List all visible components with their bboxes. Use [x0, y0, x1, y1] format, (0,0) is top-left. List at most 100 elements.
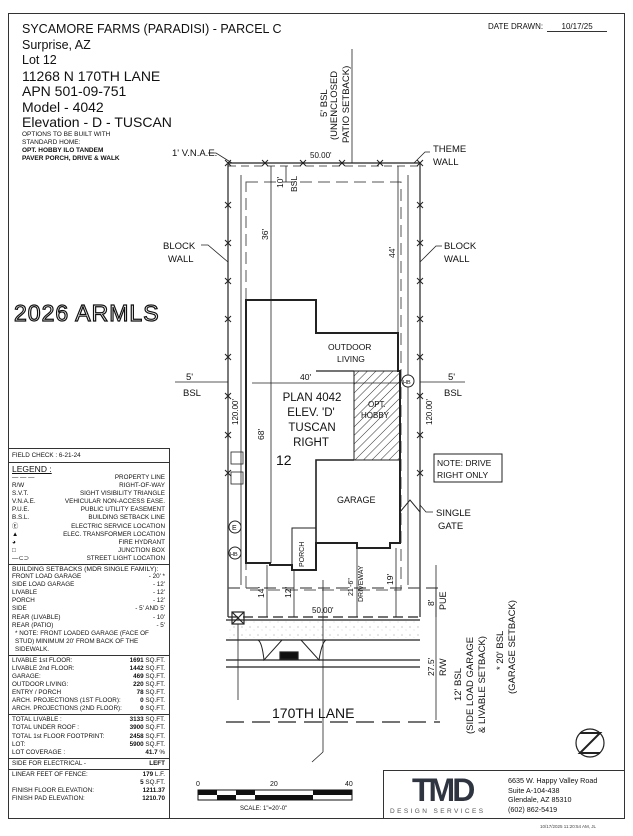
- note-drive-1: NOTE: DRIVE: [437, 458, 492, 468]
- setback-value: - 12': [152, 597, 165, 605]
- wall-x-marks: [224, 159, 424, 477]
- dim-12: 12': [283, 587, 293, 598]
- watermark: 2026 ARMLS: [13, 299, 160, 326]
- area-value: 0 SQ.FT.: [140, 705, 165, 713]
- area-number: 0: [140, 705, 144, 713]
- setback-label: SIDE: [12, 605, 27, 613]
- misc-row: LINEAR FEET OF FENCE:179 L.F.: [12, 771, 165, 779]
- note-box: [433, 453, 503, 483]
- setback-row: FRONT LOAD GARAGE- 20' *: [12, 573, 165, 581]
- sidewalk: [228, 620, 420, 638]
- misc-label: FINISH FLOOR ELEVATION:: [12, 787, 94, 795]
- area-value: 78 SQ.FT.: [137, 689, 165, 697]
- setback-row: SIDE - 5' AND 5': [12, 605, 165, 613]
- misc-number: 179: [142, 770, 154, 778]
- porch-label: PORCH: [299, 542, 306, 567]
- company-phone: (602) 862-5419: [508, 804, 558, 814]
- area-value: 1442 SQ.FT.: [130, 665, 165, 673]
- area-number: 78: [136, 689, 144, 697]
- street-name: 170TH LANE: [272, 705, 354, 721]
- legend-row: V.N.A.E.VEHICULAR NON-ACCESS EASE.: [12, 498, 165, 506]
- hobby-1: OPT.: [368, 400, 386, 409]
- area-unit: SQ.FT.: [145, 672, 165, 680]
- company-address: 6635 W. Happy Valley Road Suite A-104-43…: [508, 776, 597, 814]
- area-unit: SQ.FT.: [145, 664, 165, 672]
- sheet-border: [8, 13, 625, 819]
- pue-dim: 8': [426, 599, 436, 606]
- legend-value: RIGHT-OF-WAY: [119, 482, 165, 490]
- hb-left: HB: [230, 552, 238, 558]
- area-row: ARCH. PROJECTIONS (2ND FLOOR):0 SQ.FT.: [12, 705, 165, 713]
- scale-tick-20: 20: [270, 781, 278, 788]
- hose-bib-icon-right: [401, 374, 415, 388]
- dim-36: 36': [260, 229, 270, 240]
- outdoor-living-2: LIVING: [337, 354, 365, 364]
- area-label: GARAGE:: [12, 672, 41, 680]
- setback-value: - 5': [156, 621, 165, 629]
- total-label: LOT:: [12, 740, 26, 748]
- rear-bsl: BSL: [289, 176, 299, 192]
- patio-bsl-2: (UNENCLOSED: [329, 71, 340, 140]
- plan-label-1: PLAN 4042: [283, 392, 342, 404]
- bottom-width: 50.00': [312, 606, 334, 615]
- setbacks-title: BUILDING SETBACKS (MDR SINGLE FAMILY):: [12, 566, 159, 574]
- setback-value: - 5' AND 5': [135, 605, 165, 613]
- misc-value: 179 L.F.: [143, 771, 165, 779]
- side-bsl-right-2: BSL: [444, 388, 462, 399]
- e-label: E: [232, 525, 237, 532]
- area-table: LIVABLE 1st FLOOR:1691 SQ.FT.LIVABLE 2nd…: [8, 656, 169, 716]
- single-gate-2: GATE: [438, 521, 463, 532]
- misc-row: FINISH FLOOR ELEVATION: 1211.37: [12, 787, 165, 795]
- misc-number: 1210.70: [142, 795, 165, 803]
- side-bsl-left-1: 5': [186, 372, 193, 383]
- rear-dim: 10': [275, 177, 285, 188]
- setback-value: - 10': [152, 613, 165, 621]
- legend-label: Ⓔ: [12, 523, 40, 531]
- area-number: 0: [140, 697, 144, 705]
- misc-unit: SQ.FT.: [145, 779, 165, 786]
- legend-symbol: V.N.A.E.: [12, 498, 36, 506]
- bsl20-2: (GARAGE SETBACK): [507, 600, 518, 694]
- porch: [291, 527, 317, 571]
- patio-bsl-1: 5' BSL: [319, 89, 330, 117]
- misc-number: 1211.37: [142, 787, 165, 795]
- rw-dim: 27.5': [426, 657, 436, 676]
- company-logo: TMD: [412, 772, 475, 808]
- area-value: 1691 SQ.FT.: [130, 657, 165, 665]
- area-unit: SQ.FT.: [145, 697, 165, 705]
- legend-label: — — —: [12, 474, 40, 482]
- bsl12-2: (SIDE LOAD GARAGE: [465, 637, 476, 734]
- area-unit: SQ.FT.: [145, 680, 165, 688]
- electrical-label: SIDE FOR ELECTRICAL -: [12, 759, 86, 767]
- area-unit: SQ.FT.: [145, 705, 165, 713]
- setback-label: LIVABLE: [12, 589, 38, 597]
- setback-label: FRONT LOAD GARAGE: [12, 573, 82, 581]
- address-line-1: 6635 W. Happy Valley Road: [508, 776, 598, 785]
- address-line-2: Suite A-104-438: [508, 785, 560, 795]
- vnae-label: 1' V.N.A.E.: [172, 148, 217, 159]
- legend-label: P.U.E.: [12, 506, 40, 514]
- apn: APN 501-09-751: [22, 83, 127, 99]
- scale-tick-0: 0: [196, 781, 200, 788]
- area-label: LIVABLE 2nd FLOOR:: [12, 664, 75, 672]
- legend-value: PUBLIC UTILITY EASEMENT: [80, 506, 165, 514]
- project-header: SYCAMORE FARMS (PARADISI) - PARCEL C Sur…: [22, 22, 282, 163]
- legend-label: □: [12, 547, 40, 555]
- depth-left: 120.00': [231, 399, 240, 425]
- theme-wall-2: WALL: [433, 157, 459, 168]
- junction-box: [279, 651, 299, 660]
- total-number: 41.7: [145, 748, 158, 756]
- setback-value: - 12': [152, 581, 165, 589]
- legend-row: — — —PROPERTY LINE: [12, 474, 165, 482]
- legend-label: B.S.L.: [12, 514, 40, 522]
- info-panel: FIELD CHECK : 6-21-24 LEGEND : — — —PROP…: [8, 448, 170, 819]
- legend-title: LEGEND :: [12, 464, 52, 474]
- electrical-row: SIDE FOR ELECTRICAL -LEFT: [8, 759, 169, 770]
- meter-box-2: [230, 471, 244, 485]
- block-wall-left: BLOCK: [163, 241, 196, 252]
- legend-value: STREET LIGHT LOCATION: [86, 554, 165, 562]
- legend-row: ▲ELEC. TRANSFORMER LOCATION: [12, 531, 165, 539]
- setbacks: BUILDING SETBACKS (MDR SINGLE FAMILY): F…: [8, 565, 169, 656]
- legend-label: ▲: [12, 531, 40, 539]
